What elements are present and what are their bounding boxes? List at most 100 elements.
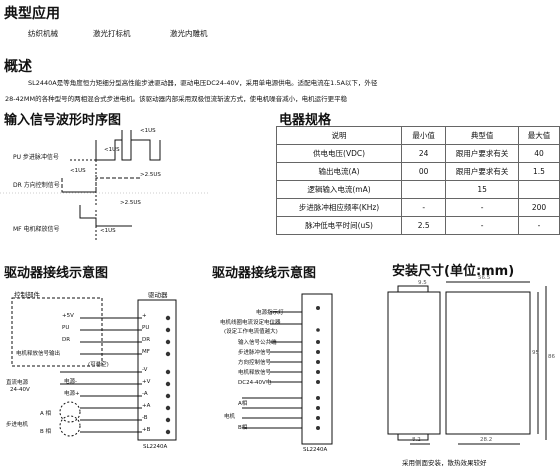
spec-cell: 15 [445,180,519,199]
motor-label: 步进电机 [6,422,29,428]
mf-signal-label: MF 电机释放信号 [13,226,60,233]
spec-cell: 24 [401,144,447,163]
timing-annotation: >2.5US [140,172,161,178]
spec-row: 供电电压(VDC) 24 跟用户要求有关 40 [275,144,560,163]
wiring2-phase-a: A相 [238,401,248,407]
terminal-label: +V [142,379,151,385]
dim-height-2: 86 [548,354,555,360]
wiring-title-1: 驱动器接线示意图 [4,266,109,281]
spec-title: 电器规格 [279,113,332,128]
spec-row: 步进脉冲相应频率(KHz) - - 200 [275,198,560,217]
spec-cell: - [401,198,447,217]
terminal-label: +A [142,403,151,409]
dim-height-1: 95 [532,350,539,356]
spec-table: 说明 最小值 典型值 最大值 供电电压(VDC) 24 跟用户要求有关 40 输… [275,126,560,235]
timing-annotation: <1US [100,228,116,234]
terminal-label: -B [142,415,148,421]
pwr-plus-label: 电源+ [64,391,80,397]
wiring2-motor-label: 电机 [224,414,236,420]
overview-title: 概述 [4,59,32,75]
mount-note: 采用侧面安装，散热效果较好 [402,459,487,467]
pu-label: PU [62,325,70,331]
app-item-laser-marking: 激光打标机 [93,29,131,38]
current-set-label-1: 电机线圈电流设定电位器 [220,320,281,326]
spec-row: 脉冲低电平时间(uS) 2.5 - - [275,216,560,235]
dc-label: 直流电源 [6,380,29,386]
spec-cell: 40 [517,144,560,163]
timing-title: 输入信号波形时序图 [4,113,122,128]
plus5v-label: +5V [62,313,74,319]
spec-header: 最大值 [517,126,560,145]
spec-cell: 跟用户要求有关 [445,144,519,163]
wiring-title-2: 驱动器接线示意图 [212,266,317,281]
wiring2-label: 输入信号公共端 [238,340,277,346]
spec-cell [517,180,560,199]
terminal-label: +B [142,427,151,433]
float-label: (可悬空) [88,362,109,368]
apps-title: 典型应用 [4,6,60,22]
spec-row: 逻辑输入电流(mA) 15 [275,180,560,199]
spec-cell: 1.5 [517,162,560,181]
spec-header: 最小值 [401,126,447,145]
wiring1-model: SL2240A [143,444,168,450]
phase-b-label: B 相 [40,429,52,435]
mf-out-label: 电机释放信号输出 [16,351,61,357]
spec-cell: 00 [401,162,447,181]
dim-depth-2: 8.2 [412,437,421,443]
overview-line-2: 28-42MM的各种型号的两相混合式步进电机。该驱动器内部采用双极恒流斩波方式，… [5,95,348,103]
wiring1-driver-label: 驱动器 [148,291,168,299]
spec-cell: - [517,216,560,235]
wiring2-label: 方向控制信号 [238,360,272,366]
overview-line-1: SL2440A是等角度恒力矩细分型高性能步进驱动器，驱动电压DC24-40V，采… [28,79,378,87]
dr-label: DR [62,337,71,343]
spec-cell: 脉冲低电平时间(uS) [275,216,403,235]
wiring1-ctrl-label: 控制部件 [14,291,40,299]
spec-cell: 跟用户要求有关 [445,162,519,181]
terminal-label: -A [142,391,148,397]
wiring2-model: SL2240A [303,447,328,453]
spec-cell: 200 [517,198,560,217]
terminal-label: -V [142,367,148,373]
wiring2-label: 电机释放信号 [238,370,272,376]
spec-cell: 逻辑输入电流(mA) [275,180,403,199]
terminal-label: MF [142,349,150,355]
spec-header: 说明 [275,126,403,145]
dc-range-label: 24-40V [10,387,30,393]
dr-signal-label: DR 方向控制信号 [13,182,60,189]
spec-header-row: 说明 最小值 典型值 最大值 [275,126,560,145]
spec-cell: 供电电压(VDC) [275,144,403,163]
app-item-laser-engraving: 激光内雕机 [170,29,208,38]
spec-cell: 输出电流(A) [275,162,403,181]
spec-cell: 2.5 [401,216,447,235]
dims-title: 安装尺寸(单位:mm) [392,264,515,279]
spec-row: 输出电流(A) 00 跟用户要求有关 1.5 [275,162,560,181]
spec-cell: 步进脉冲相应频率(KHz) [275,198,403,217]
timing-annotation: <1US [140,128,156,134]
wiring2-label: 步进脉冲信号 [238,350,272,356]
dim-width: 56.5 [478,275,491,281]
wiring2-label: DC24-40V电 [238,380,272,386]
power-led-label: 电源指示灯 [256,310,284,316]
app-item-textile: 纺织机械 [28,29,58,38]
spec-cell: - [445,198,519,217]
spec-header: 典型值 [445,126,519,145]
pwr-minus-label: 电源- [64,379,77,385]
spec-cell: - [445,216,519,235]
wiring2-phase-b: B相 [238,425,248,431]
dim-depth-1: 28.2 [480,437,493,443]
dim-width-2: 9.5 [418,280,427,286]
pu-signal-label: PU 步进脉冲信号 [13,154,59,161]
terminal-label: + [142,313,147,319]
timing-annotation: <1US [70,168,86,174]
terminal-label: DR [142,337,151,343]
phase-a-label: A 相 [40,411,52,417]
current-set-label-2: (设定工作电流值越大) [224,329,278,335]
timing-annotation: >2.5US [120,200,141,206]
timing-annotation: <1US [104,147,120,153]
spec-cell [401,180,447,199]
terminal-label: PU [142,325,150,331]
